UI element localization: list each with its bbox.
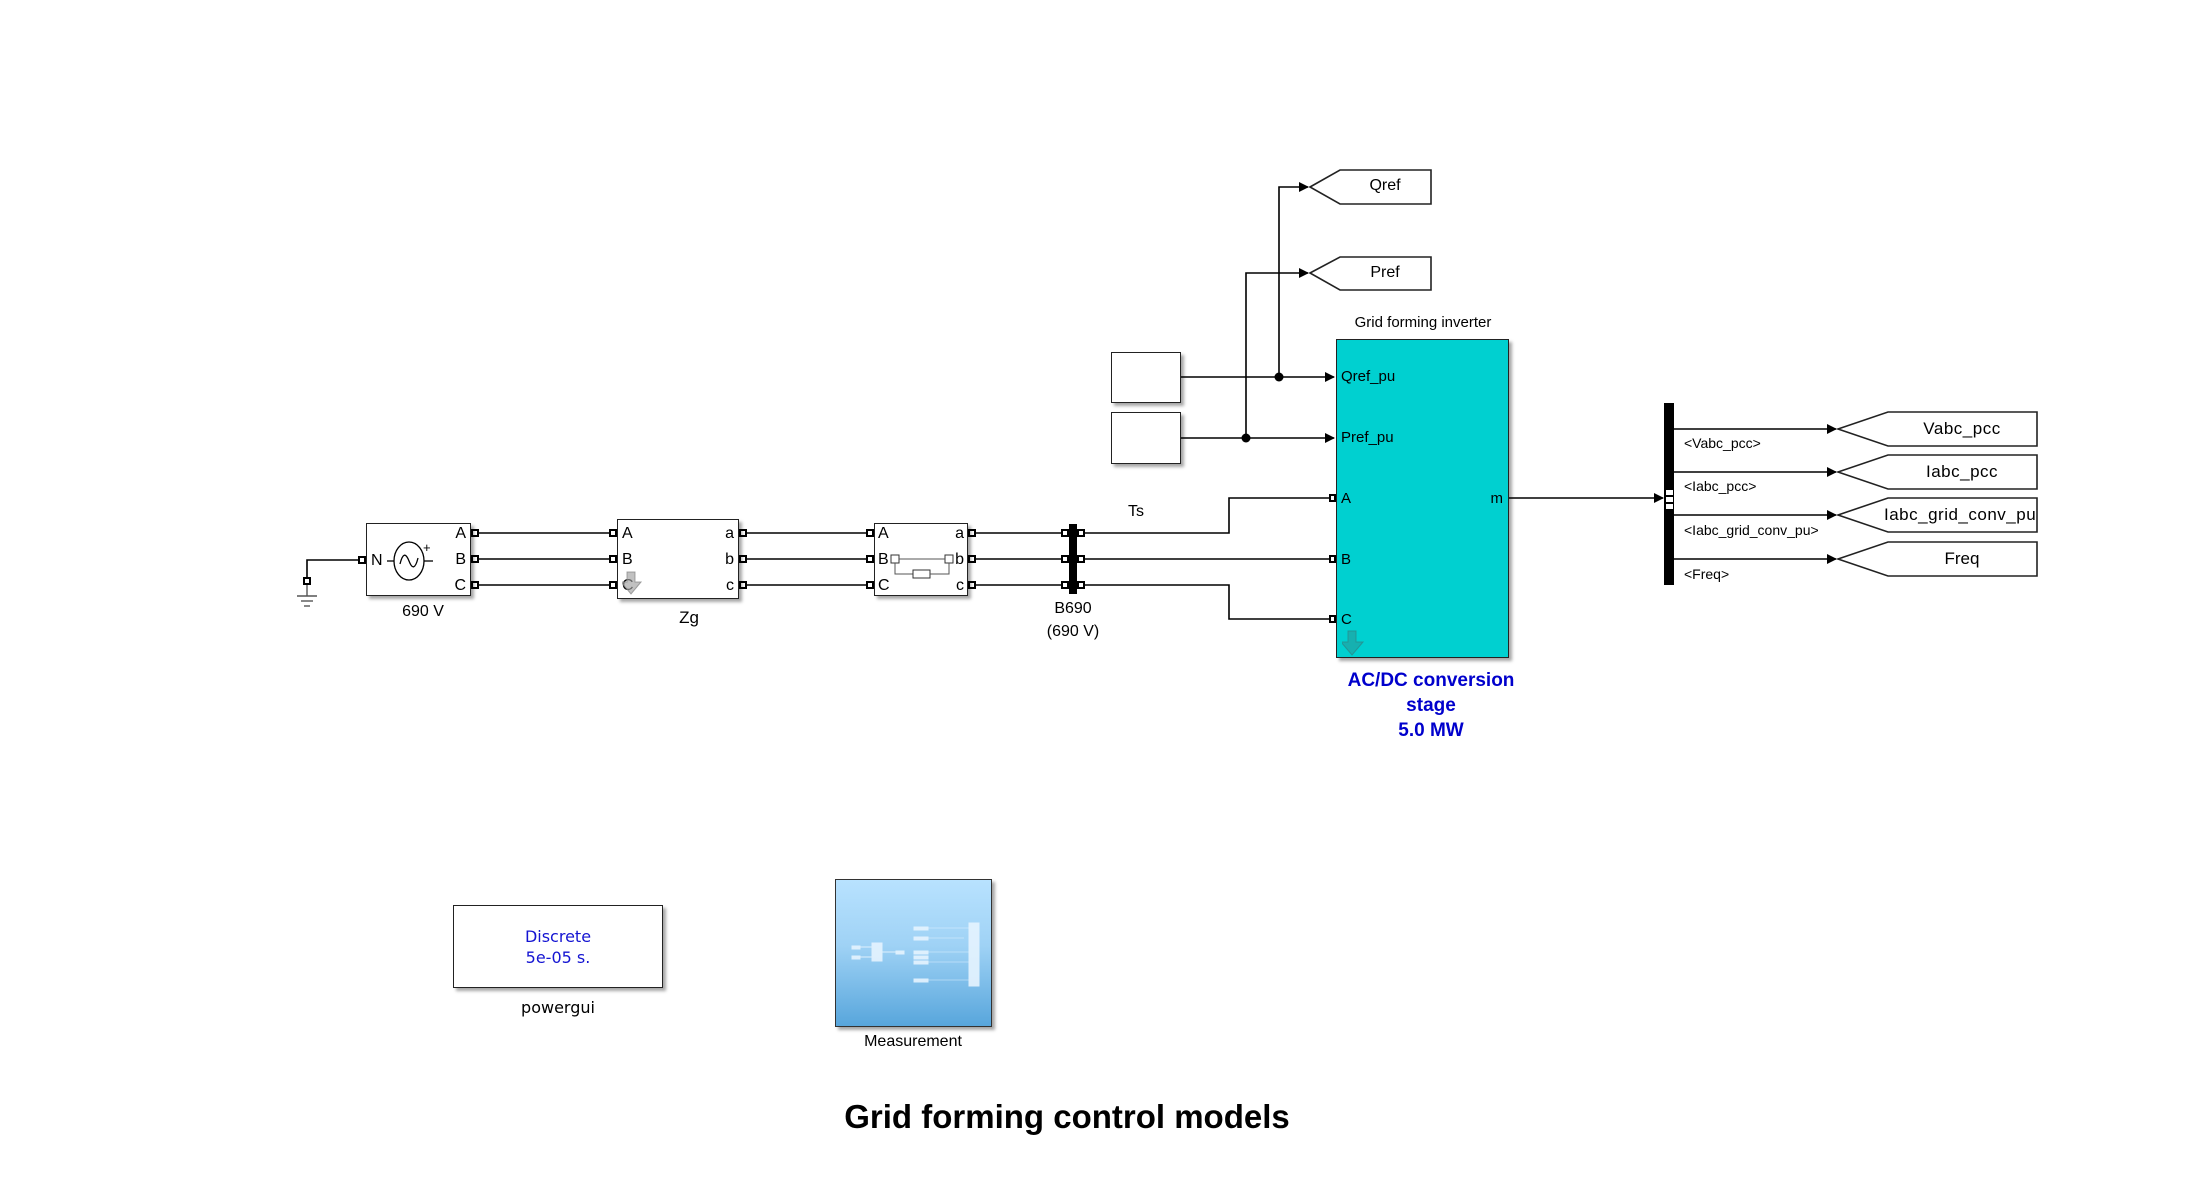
source-port-c: C bbox=[454, 577, 466, 594]
bus-selector-signal-freq: <Freq> bbox=[1684, 566, 1730, 582]
wire-ground-n bbox=[306, 559, 366, 578]
goto-freq-label: Freq bbox=[1944, 549, 1980, 568]
goto-vabc-pcc-label: Vabc_pcc bbox=[1923, 419, 2001, 438]
three-phase-breaker-block[interactable]: A B C a b c bbox=[874, 523, 968, 596]
zg-port-c-out: c bbox=[726, 577, 734, 594]
inverter-top-label: Grid forming inverter bbox=[1354, 314, 1492, 331]
breaker-port-c-out: c bbox=[956, 577, 964, 594]
zg-port-a-in: A bbox=[622, 525, 633, 542]
goto-qref-label: Qref bbox=[1369, 177, 1401, 194]
inverter-port-b: B bbox=[1341, 551, 1352, 568]
powergui-mode: Discrete bbox=[524, 927, 592, 946]
goto-qref-shape[interactable] bbox=[1308, 169, 1432, 205]
source-polarity: + bbox=[423, 540, 431, 555]
inverter-desc-line1: AC/DC conversion bbox=[1347, 670, 1515, 691]
subsystem-preview-icon bbox=[851, 922, 980, 987]
grid-forming-inverter-block[interactable]: Qref_pu Pref_pu A B C m bbox=[1336, 339, 1509, 658]
measurement-label: Measurement bbox=[864, 1033, 962, 1050]
source-port-a: A bbox=[455, 525, 466, 542]
bus-label-voltage: (690 V) bbox=[1046, 623, 1100, 640]
ground-symbol[interactable] bbox=[297, 559, 366, 607]
zg-port-a-out: a bbox=[725, 525, 734, 542]
breaker-port-a-out: a bbox=[955, 525, 964, 542]
breaker-port-a-in: A bbox=[878, 525, 889, 542]
bus-ports bbox=[1061, 529, 1085, 589]
ts-label: Ts bbox=[1128, 503, 1144, 520]
source-port-n: N bbox=[371, 552, 383, 569]
diagram-title: Grid forming control models bbox=[844, 1098, 1290, 1135]
goto-iabc-grid-conv-pu-label: Iabc_grid_conv_pu bbox=[1884, 505, 2037, 524]
zg-port-b-in: B bbox=[622, 551, 633, 568]
inverter-port-qref-pu: Qref_pu bbox=[1341, 368, 1396, 385]
goto-iabc-pcc-label: Iabc_pcc bbox=[1925, 462, 1999, 481]
three-phase-source-block[interactable]: N + A B C bbox=[366, 523, 471, 596]
source-port-b: B bbox=[455, 551, 466, 568]
constant-block-qref[interactable] bbox=[1111, 352, 1181, 403]
breaker-port-b-in: B bbox=[878, 551, 889, 568]
breaker-port-c-in: C bbox=[878, 577, 890, 594]
powergui-sample-time: 5e-05 s. bbox=[525, 948, 591, 967]
goto-freq-shape[interactable] bbox=[1835, 541, 2038, 577]
branch-point-qref bbox=[1274, 372, 1284, 382]
impedance-block-zg[interactable]: A B C a b c bbox=[617, 519, 739, 599]
goto-iabc-pcc-shape[interactable] bbox=[1835, 454, 2038, 490]
inverter-port-c: C bbox=[1341, 611, 1352, 628]
powergui-block[interactable]: Discrete 5e-05 s. bbox=[453, 905, 663, 988]
constant-block-pref[interactable] bbox=[1111, 412, 1181, 464]
goto-iabc-grid-conv-shape[interactable] bbox=[1835, 497, 2038, 533]
bus-selector-signal-iabc-pcc: <Iabc_pcc> bbox=[1684, 478, 1757, 494]
goto-pref-label: Pref bbox=[1370, 264, 1400, 281]
inverter-desc-line3: 5.0 MW bbox=[1398, 720, 1464, 741]
zg-label: Zg bbox=[679, 608, 699, 627]
ac-source-icon bbox=[387, 541, 433, 581]
zg-port-b-out: b bbox=[725, 551, 734, 568]
powergui-label: powergui bbox=[521, 998, 595, 1017]
wire-phase-c-4 bbox=[1083, 584, 1330, 620]
bus-label-name: B690 bbox=[1054, 600, 1092, 617]
down-arrow-icon bbox=[1342, 630, 1364, 656]
measurement-subsystem-block[interactable] bbox=[835, 879, 992, 1027]
breaker-port-b-out: b bbox=[955, 551, 964, 568]
block-ports bbox=[358, 494, 1336, 623]
wire-pref-branch bbox=[1245, 268, 1309, 438]
wire-phase-a-4 bbox=[1083, 497, 1330, 534]
goto-vabc-pcc-shape[interactable] bbox=[1835, 411, 2038, 447]
branch-point-pref bbox=[1241, 433, 1251, 443]
bus-selector-signal-iabc-grid-conv-pu: <Iabc_grid_conv_pu> bbox=[1684, 522, 1819, 538]
inverter-desc-line2: stage bbox=[1406, 695, 1456, 716]
bus-b690-bar[interactable] bbox=[1069, 524, 1077, 594]
inverter-port-pref-pu: Pref_pu bbox=[1341, 429, 1394, 446]
inverter-port-m: m bbox=[1490, 490, 1504, 507]
source-label: 690 V bbox=[402, 603, 444, 620]
wire-qref-branch bbox=[1278, 182, 1309, 377]
down-arrow-icon bbox=[622, 571, 642, 595]
inverter-port-a: A bbox=[1341, 490, 1352, 507]
breaker-icon bbox=[890, 554, 954, 579]
bus-selector-signal-vabc-pcc: <Vabc_pcc> bbox=[1684, 435, 1761, 451]
goto-pref-shape[interactable] bbox=[1308, 256, 1432, 291]
